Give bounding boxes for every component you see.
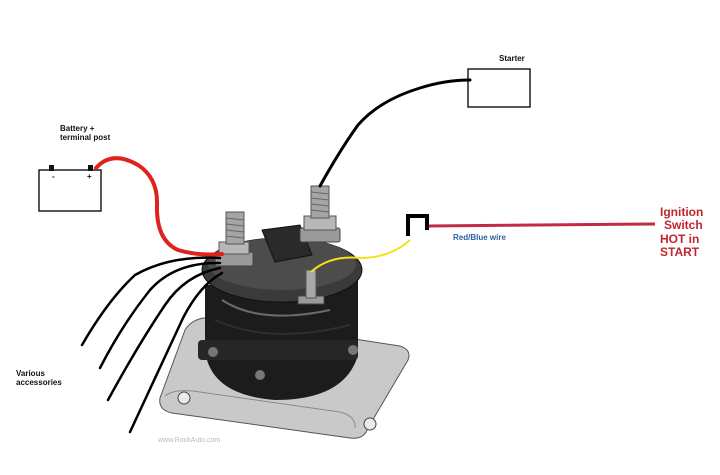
starter-label: Starter (499, 54, 525, 63)
accessories-label-line2: accessories (16, 378, 62, 388)
battery-minus-label: - (52, 172, 55, 181)
accessory-wires (80, 256, 224, 434)
starter-wire (318, 78, 472, 188)
ignition-label-line1: Ignition (660, 205, 704, 219)
battery-post-negative (49, 165, 54, 171)
battery-plus-label: + (87, 172, 92, 181)
battery-label-line2: terminal post (60, 133, 111, 143)
battery-label-line1: Battery + (60, 124, 95, 133)
starter-box (467, 68, 531, 108)
control-terminal-stud (297, 269, 325, 305)
battery-terminal-stud (214, 211, 254, 267)
accessories-label-line1: Various (16, 369, 45, 378)
battery-wire (94, 156, 224, 257)
accessories-label: Various accessories (16, 369, 62, 387)
watermark: www.RockAuto.com (158, 437, 221, 444)
battery-box (38, 169, 102, 212)
signal-wire (310, 239, 411, 273)
battery-label: Battery + terminal post (60, 124, 110, 142)
ignition-label-line3: HOT in (660, 231, 700, 246)
ignition-label-line4: START (660, 245, 700, 260)
ignition-switch-label: Ignition Switch HOT in START (660, 205, 720, 260)
ignition-wire-connector (406, 214, 429, 236)
starter-terminal-stud (299, 185, 341, 243)
ignition-label-line2: Switch (664, 218, 703, 233)
battery-post-positive (88, 165, 93, 171)
red-blue-wire-label: Red/Blue wire (453, 233, 506, 242)
ignition-wire (426, 222, 656, 228)
